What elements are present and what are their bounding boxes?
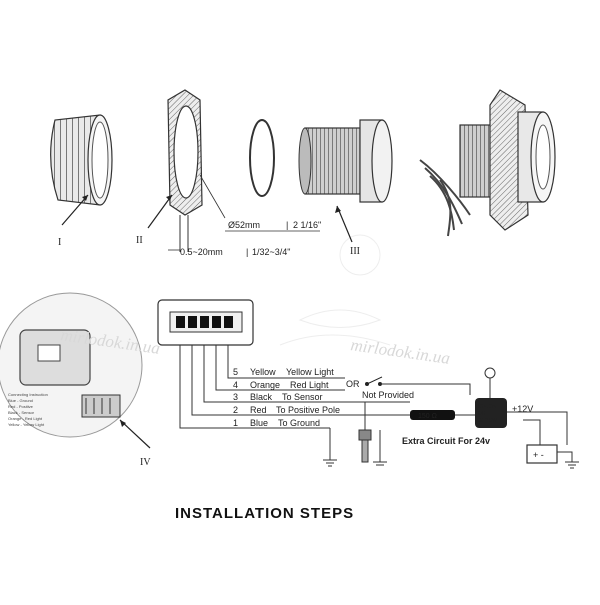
wire-lines	[179, 345, 500, 429]
part-label-iii: III	[350, 246, 360, 257]
extra-circuit-label: Extra Circuit For 24v	[402, 436, 490, 446]
svg-text:|: |	[286, 220, 288, 230]
svg-text:2 1/16": 2 1/16"	[293, 220, 321, 230]
part-label-iv: IV	[140, 457, 151, 468]
svg-text:Orange - Red Light: Orange - Red Light	[8, 416, 43, 421]
wire-3-num: 3	[233, 392, 238, 402]
svg-text:OR: OR	[346, 379, 360, 389]
wire-4-color: Orange	[250, 380, 280, 390]
wire-3-color: Black	[250, 392, 273, 402]
svg-text:Blue - Ground: Blue - Ground	[8, 398, 33, 403]
wire-3-function: To Sensor	[282, 392, 323, 402]
ground-icon	[323, 428, 387, 467]
svg-text:OR: OR	[478, 411, 486, 417]
svg-text:Red - Positive: Red - Positive	[8, 404, 34, 409]
watermark-logo	[279, 234, 391, 346]
wire-1-num: 1	[233, 418, 238, 428]
wire-1-function: To Ground	[278, 418, 320, 428]
svg-text:|: |	[246, 247, 248, 257]
dimension-diameter: Ø52mm | 2 1/16"	[225, 220, 321, 232]
part-label-ii: II	[136, 235, 143, 246]
dimension-thickness: 0.5~20mm | 1/32~3/4"	[168, 247, 290, 257]
ignition-switch: IGN.SW OR SEP.SW +12V	[475, 367, 568, 445]
svg-text:1/32~3/4": 1/32~3/4"	[252, 247, 290, 257]
svg-text:IGN.SW: IGN.SW	[478, 404, 497, 410]
svg-text:Black - Sensor: Black - Sensor	[8, 410, 35, 415]
wire-list: 5 Yellow Yellow Light 4 Orange Red Light…	[233, 367, 340, 428]
wire-5-function: Yellow Light	[286, 367, 334, 377]
part-cap	[50, 114, 113, 226]
part-o-ring	[249, 119, 275, 197]
svg-text:0.5~20mm: 0.5~20mm	[180, 247, 223, 257]
wire-1-color: Blue	[250, 418, 268, 428]
svg-text:+ -: + -	[533, 450, 544, 460]
svg-text:SEP.SW: SEP.SW	[478, 418, 497, 424]
part-bracket	[147, 89, 226, 252]
svg-text:Ø52mm: Ø52mm	[228, 220, 260, 230]
svg-text:Yellow - Yellow Light: Yellow - Yellow Light	[8, 422, 45, 427]
svg-text:150 Ω: 150 Ω	[418, 413, 437, 420]
wire-2-color: Red	[250, 405, 267, 415]
battery: + -	[523, 419, 579, 469]
resistor: 150 Ω	[410, 410, 475, 420]
part-label-i: I	[58, 237, 61, 248]
wire-4-function: Red Light	[290, 380, 329, 390]
optional-switch: OR Not Provided	[346, 376, 471, 400]
connector-inset: Connecting Instruction Blue - Ground Red…	[0, 292, 151, 449]
wire-5-num: 5	[233, 367, 238, 377]
page-title: INSTALLATION STEPS	[175, 505, 354, 522]
wire-5-color: Yellow	[250, 367, 276, 377]
sensor	[358, 402, 381, 463]
wiring-connector	[157, 299, 254, 346]
svg-text:Not Provided: Not Provided	[362, 390, 414, 400]
watermark-2: mirlodok.in.ua	[349, 335, 451, 368]
assembled-gauge	[419, 89, 556, 237]
part-gauge-body	[298, 119, 393, 243]
wire-4-num: 4	[233, 380, 238, 390]
svg-text:+12V: +12V	[512, 404, 533, 414]
wire-2-function: To Positive Pole	[276, 405, 340, 415]
svg-text:Connecting Instruction: Connecting Instruction	[8, 392, 48, 397]
wire-2-num: 2	[233, 405, 238, 415]
